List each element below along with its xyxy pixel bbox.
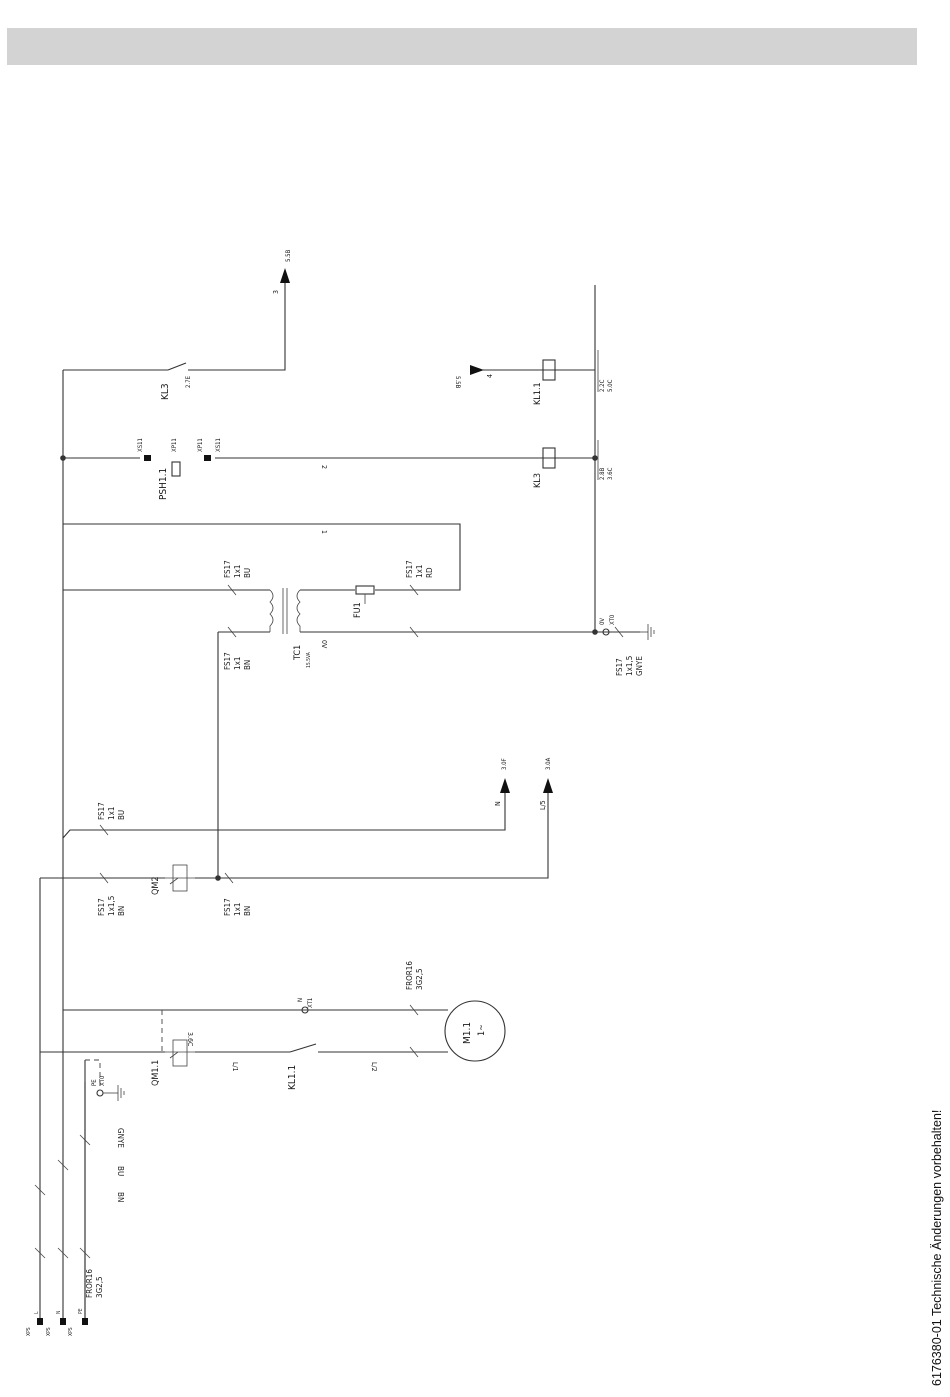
label-top-arrow-ref: 5.5B [285, 249, 292, 262]
label-fs17-bu-3: BU [243, 568, 252, 578]
label-psh: PSH1.1 [158, 468, 169, 500]
label-kl3-refs-a: 2.8B [599, 467, 606, 480]
label-kl3-refs-b: 3.6C [607, 467, 614, 480]
label-wire0v: 0V [320, 640, 328, 649]
contacts [167, 362, 317, 1053]
label-ref-3a: 3.0A [545, 757, 552, 770]
label-qm2: QM2 [151, 876, 161, 895]
label-fs17-bu-1: FS17 [223, 560, 232, 578]
label-kl3-coil-ref: 2.7E [185, 375, 192, 388]
label-fror-in-2: 3G2,5 [95, 1276, 104, 1298]
label-fs17-bu2-2: 1x1 [107, 807, 116, 820]
label-fs17-bn15-3: BN [117, 906, 126, 916]
label-fs17-bn-2: 1x1 [233, 657, 242, 670]
label-ref-36c: 3.6C [186, 1032, 194, 1047]
label-xp11-a: XP11 [171, 438, 178, 452]
label-xps-l: L [34, 1311, 40, 1314]
label-n-arrow: N [494, 801, 502, 806]
label-ov: 0V [599, 618, 606, 625]
label-wire1: 1 [320, 530, 328, 534]
label-fs17-gn-3: GNYE [635, 656, 644, 676]
label-xt0-b: XT0 [99, 1075, 106, 1086]
label-kl11-contact: KL1.1 [287, 1065, 298, 1090]
breaker-qm11 [165, 1039, 195, 1067]
label-kl11-refs-b: 5.0C [607, 379, 614, 392]
label-kl11-relay: KL1.1 [533, 382, 543, 405]
label-fs17-bu2-1: FS17 [97, 802, 106, 820]
label-xps-2: XPS [46, 1327, 52, 1336]
ground-symbols [103, 624, 655, 1101]
label-fu1: FU1 [353, 602, 363, 618]
label-xt0: XT0 [609, 614, 616, 625]
label-fs17-bn15-2: 1x1,5 [107, 896, 116, 916]
label-tc1-va: 15.5VA [306, 651, 312, 668]
header-bar [7, 28, 917, 65]
label-fror-m-2: 3G2,5 [415, 968, 424, 990]
label-wire-l2: L/2 [370, 1062, 378, 1072]
label-bn: BN [116, 1192, 125, 1202]
junction-dots [60, 455, 598, 881]
label-top-arrow-num: 3 [272, 290, 280, 294]
label-xt1: XT1 [307, 998, 314, 1008]
transformer-tc1 [269, 588, 301, 634]
label-kl11-refs-a: 2.2C [599, 379, 606, 392]
arrows [280, 268, 553, 793]
label-xps-1: XPS [26, 1327, 32, 1336]
kl11-coil [542, 359, 556, 381]
label-xps-n: N [56, 1311, 62, 1314]
label-fs17-bn2-1: FS17 [223, 898, 232, 916]
wires [39, 280, 640, 1320]
label-m11-ac: 1~ [477, 1024, 487, 1036]
label-fs17-bu-2: 1x1 [233, 565, 242, 578]
label-fs17-bn15-1: FS17 [97, 898, 106, 916]
label-fs17-rd-3: RD [425, 567, 434, 578]
label-wire-l1: L/1 [231, 1062, 239, 1072]
label-tc1: TC1 [293, 645, 303, 661]
label-fs17-rd-1: FS17 [405, 560, 414, 578]
label-xs11-a: XS11 [137, 438, 144, 452]
label-wire2: 2 [320, 465, 328, 469]
label-xps-3: XPS [68, 1327, 74, 1336]
label-fs17-bn2-2: 1x1 [233, 903, 242, 916]
label-in-arrow-num: 4 [486, 374, 494, 378]
label-fror-in-1: FROR16 [85, 1269, 94, 1298]
label-fs17-bn-1: FS17 [223, 652, 232, 670]
cable-ticks [34, 584, 624, 1259]
label-m11: M1.1 [462, 1022, 473, 1044]
label-fs17-bu2-3: BU [117, 810, 126, 820]
label-ref-3f: 3.0F [501, 758, 508, 770]
label-fs17-bn2-3: BN [243, 906, 252, 916]
label-fs17-gn-1: FS17 [615, 658, 624, 676]
label-fs17-gn-2: 1x1,5 [625, 656, 634, 676]
label-fs17-bn-3: BN [243, 660, 252, 670]
label-in-arrow-ref: 5.5B [454, 376, 461, 389]
label-kl3-coil-tag: KL3 [160, 383, 171, 400]
label-pe: PE [91, 1079, 98, 1086]
breaker-qm2 [165, 864, 195, 892]
label-xs11-b: XS11 [215, 438, 222, 452]
label-bu: BU [116, 1166, 125, 1176]
label-kl3-relay: KL3 [533, 473, 543, 488]
label-qm11: QM1.1 [151, 1060, 161, 1086]
footer-disclaimer: 6176380-01 Technische Änderungen vorbeha… [930, 1109, 944, 1386]
label-xt1-n: N [297, 998, 304, 1002]
kl3-coil [542, 447, 556, 469]
label-gnye: GNYE [116, 1128, 125, 1148]
label-xps-pe: PE [78, 1308, 84, 1314]
label-fs17-rd-2: 1x1 [415, 565, 424, 578]
label-fror-m-1: FROR16 [405, 961, 414, 990]
fuse-fu1 [355, 585, 375, 604]
terminals [37, 455, 610, 1325]
label-l5-arrow: L/5 [539, 800, 547, 810]
motor-m11 [430, 1000, 506, 1062]
label-xp11-b: XP11 [197, 438, 204, 452]
